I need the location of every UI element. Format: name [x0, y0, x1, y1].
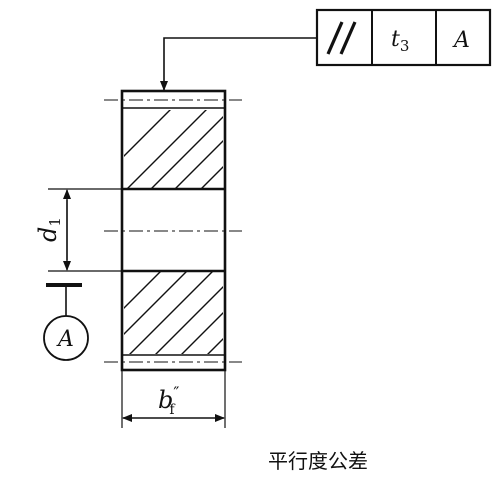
width-dimension: b″f [121, 370, 226, 428]
diagram-caption: 平行度公差 [268, 449, 368, 473]
datum-label: A [56, 327, 74, 352]
tolerance-datum: A [452, 28, 470, 53]
center-lines [104, 99, 242, 363]
width-dimension-label: b″f [158, 383, 179, 418]
tolerance-frame: t3 A [315, 8, 492, 67]
bore-dimension: d1 [34, 188, 122, 272]
leader-line [160, 37, 317, 91]
parallelism-symbol-icon [326, 21, 357, 55]
tolerance-value: t3 [391, 27, 409, 55]
datum-feature: A [43, 283, 89, 361]
hatch-top [124, 110, 223, 188]
bore-dimension-label: d1 [34, 217, 64, 242]
hatch-bottom [124, 272, 223, 354]
